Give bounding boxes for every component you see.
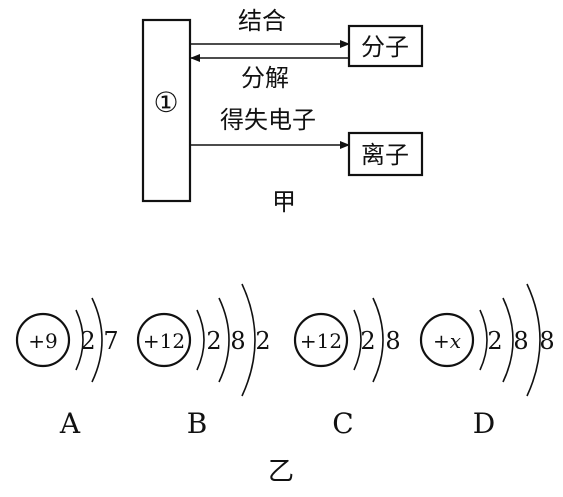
shell-arc: [75, 309, 84, 371]
arrow-electron-label: 得失电子: [220, 106, 316, 134]
nucleus-circle: [293, 312, 349, 368]
shell-electrons: 8: [539, 327, 554, 355]
nucleus-circle: [419, 312, 475, 368]
ion-box-label: 离子: [361, 141, 409, 169]
atom-letter: A: [59, 407, 81, 440]
nucleus-circle: [136, 312, 192, 368]
shell-electrons: 2: [206, 327, 221, 355]
shell-arc: [241, 283, 256, 397]
atom-c: +12 2 8 C: [293, 297, 401, 440]
shell-electrons: 2: [360, 327, 375, 355]
atom-letter: D: [473, 407, 495, 440]
atom-b: +12 2 8 2 B: [136, 283, 271, 440]
caption-yi: 乙: [268, 457, 294, 487]
shell-arc: [372, 297, 384, 383]
diagram-yi: +9 2 7 A +12 2 8 2 B +12 2 8 C: [15, 283, 555, 487]
shell-arc: [526, 283, 541, 397]
arrow-decompose-label: 分解: [241, 64, 289, 92]
shell-electrons: 8: [230, 327, 245, 355]
caption-jia: 甲: [272, 188, 296, 216]
shell-electrons: 2: [255, 327, 270, 355]
shell-arc: [502, 297, 514, 383]
shell-arc: [196, 309, 205, 371]
nucleus-charge: +12: [300, 329, 342, 353]
diagram-jia: ① 结合 分解 分子 得失电子 离子 甲: [141, 7, 424, 216]
nucleus-circle: [15, 312, 71, 368]
molecule-box: [347, 24, 424, 68]
shell-electrons: 2: [487, 327, 502, 355]
atom-letter: B: [187, 407, 208, 440]
atom-letter: C: [332, 407, 353, 440]
shell-electrons: 8: [385, 327, 400, 355]
shell-arc: [479, 309, 488, 371]
atom-a: +9 2 7 A: [15, 297, 119, 440]
atom-d: +x 2 8 8 D: [419, 283, 555, 440]
shell-arc: [91, 297, 103, 383]
shell-electrons: 7: [103, 327, 118, 355]
shell-electrons: 2: [80, 327, 95, 355]
shell-electrons: 8: [513, 327, 528, 355]
ion-box: [347, 131, 424, 177]
nucleus-charge: +9: [28, 329, 57, 353]
nucleus-charge: +x: [433, 329, 461, 353]
molecule-box-label: 分子: [361, 33, 409, 61]
nucleus-charge: +12: [143, 329, 185, 353]
shell-arc: [218, 297, 230, 383]
central-box-label: ①: [153, 86, 178, 119]
arrow-combine-label: 结合: [238, 7, 286, 35]
shell-arc: [353, 309, 362, 371]
central-box: [141, 18, 192, 203]
